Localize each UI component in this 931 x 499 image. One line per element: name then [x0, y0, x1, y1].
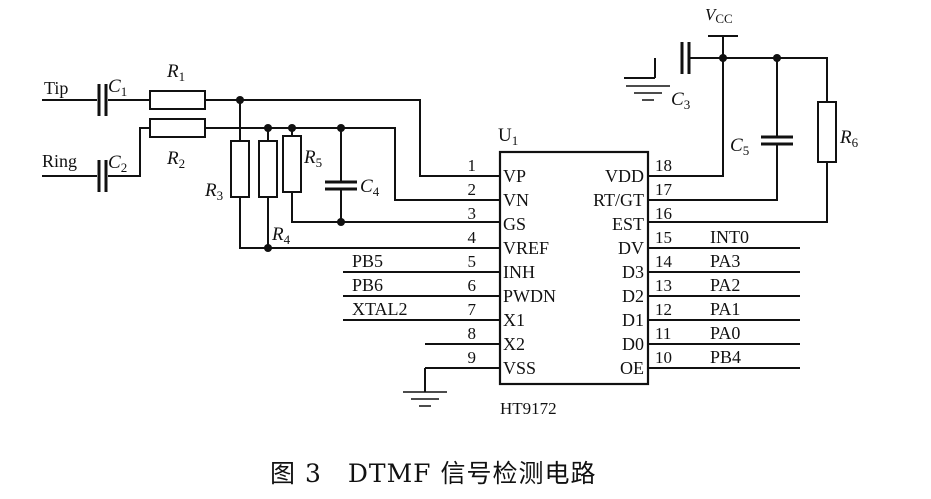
- resistor-r3: [230, 140, 250, 198]
- pin-number-1: 1: [468, 156, 477, 175]
- ground-symbol-c3: [624, 77, 670, 101]
- ic-body: [498, 150, 650, 386]
- c3-label: C3: [671, 89, 690, 112]
- pin-number-11: 11: [655, 324, 671, 343]
- net-label-pa2: PA2: [710, 275, 740, 295]
- resistor-r2: [149, 118, 206, 138]
- r3-label: R3: [204, 180, 223, 203]
- net-label-int0: INT0: [710, 227, 749, 247]
- resistor-r4: [258, 140, 278, 198]
- r6-label: R6: [839, 127, 859, 150]
- ground-symbol-vss: [403, 391, 447, 407]
- r2-label: R2: [166, 148, 185, 171]
- pin-name-x2: X2: [503, 334, 525, 354]
- capacitor-c2: [97, 160, 108, 192]
- pin-name-vss: VSS: [503, 358, 536, 378]
- pin-number-10: 10: [655, 348, 672, 367]
- pin-name-vn: VN: [503, 190, 529, 210]
- pin-number-8: 8: [468, 324, 477, 343]
- capacitor-c1: [97, 84, 108, 116]
- net-label-pa1: PA1: [710, 299, 740, 319]
- pin-name-d0: D0: [622, 334, 644, 354]
- r5-label: R5: [303, 147, 322, 170]
- figure-caption: 图 3 DTMF 信号检测电路: [270, 459, 596, 488]
- c1-label: C1: [108, 76, 127, 99]
- resistor-r5: [282, 135, 302, 193]
- capacitor-c4: [325, 180, 357, 191]
- pin-number-17: 17: [655, 180, 673, 199]
- pin-name-d1: D1: [622, 310, 644, 330]
- pin-number-15: 15: [655, 228, 672, 247]
- c2-label: C2: [108, 152, 127, 175]
- net-label-pb5: PB5: [352, 251, 383, 271]
- pin-name-dv: DV: [618, 238, 644, 258]
- pin-number-3: 3: [468, 204, 477, 223]
- capacitor-c5: [761, 135, 793, 146]
- pin-number-7: 7: [468, 300, 477, 319]
- pin-name-gs: GS: [503, 214, 526, 234]
- net-label-pa3: PA3: [710, 251, 740, 271]
- pin-number-9: 9: [468, 348, 477, 367]
- net-label-xtal2: XTAL2: [352, 299, 408, 319]
- pin-name-d2: D2: [622, 286, 644, 306]
- c4-label: C4: [360, 176, 380, 199]
- pin-number-16: 16: [655, 204, 672, 223]
- pin-name-rt-gt: RT/GT: [593, 190, 644, 210]
- pin-name-vref: VREF: [503, 238, 549, 258]
- pin-number-6: 6: [468, 276, 477, 295]
- tip-label: Tip: [44, 78, 68, 98]
- pin-number-12: 12: [655, 300, 672, 319]
- pin-name-est: EST: [612, 214, 644, 234]
- pin-number-14: 14: [655, 252, 673, 271]
- pin-number-18: 18: [655, 156, 672, 175]
- pin-name-d3: D3: [622, 262, 644, 282]
- u1-label: U1: [498, 125, 518, 148]
- pin-name-vp: VP: [503, 166, 526, 186]
- resistor-r6: [817, 101, 837, 163]
- vcc-label: VCC: [705, 5, 733, 26]
- pin-number-4: 4: [468, 228, 477, 247]
- capacitor-c3: [680, 42, 691, 74]
- net-label-pb4: PB4: [710, 347, 741, 367]
- r4-label: R4: [271, 224, 291, 247]
- c5-label: C5: [730, 135, 749, 158]
- pin-name-vdd: VDD: [605, 166, 644, 186]
- pin-number-13: 13: [655, 276, 672, 295]
- pin-name-oe: OE: [620, 358, 644, 378]
- r1-label: R1: [166, 61, 185, 84]
- net-label-pa0: PA0: [710, 323, 740, 343]
- junction-dots: [236, 54, 781, 252]
- pin-number-2: 2: [468, 180, 477, 199]
- pin-name-pwdn: PWDN: [503, 286, 556, 306]
- pin-number-5: 5: [468, 252, 477, 271]
- ring-label: Ring: [42, 151, 77, 171]
- net-label-pb6: PB6: [352, 275, 383, 295]
- resistor-r1: [149, 90, 206, 110]
- wires: [42, 36, 828, 392]
- pin-name-inh: INH: [503, 262, 535, 282]
- part-number-label: HT9172: [500, 399, 557, 418]
- pin-name-x1: X1: [503, 310, 525, 330]
